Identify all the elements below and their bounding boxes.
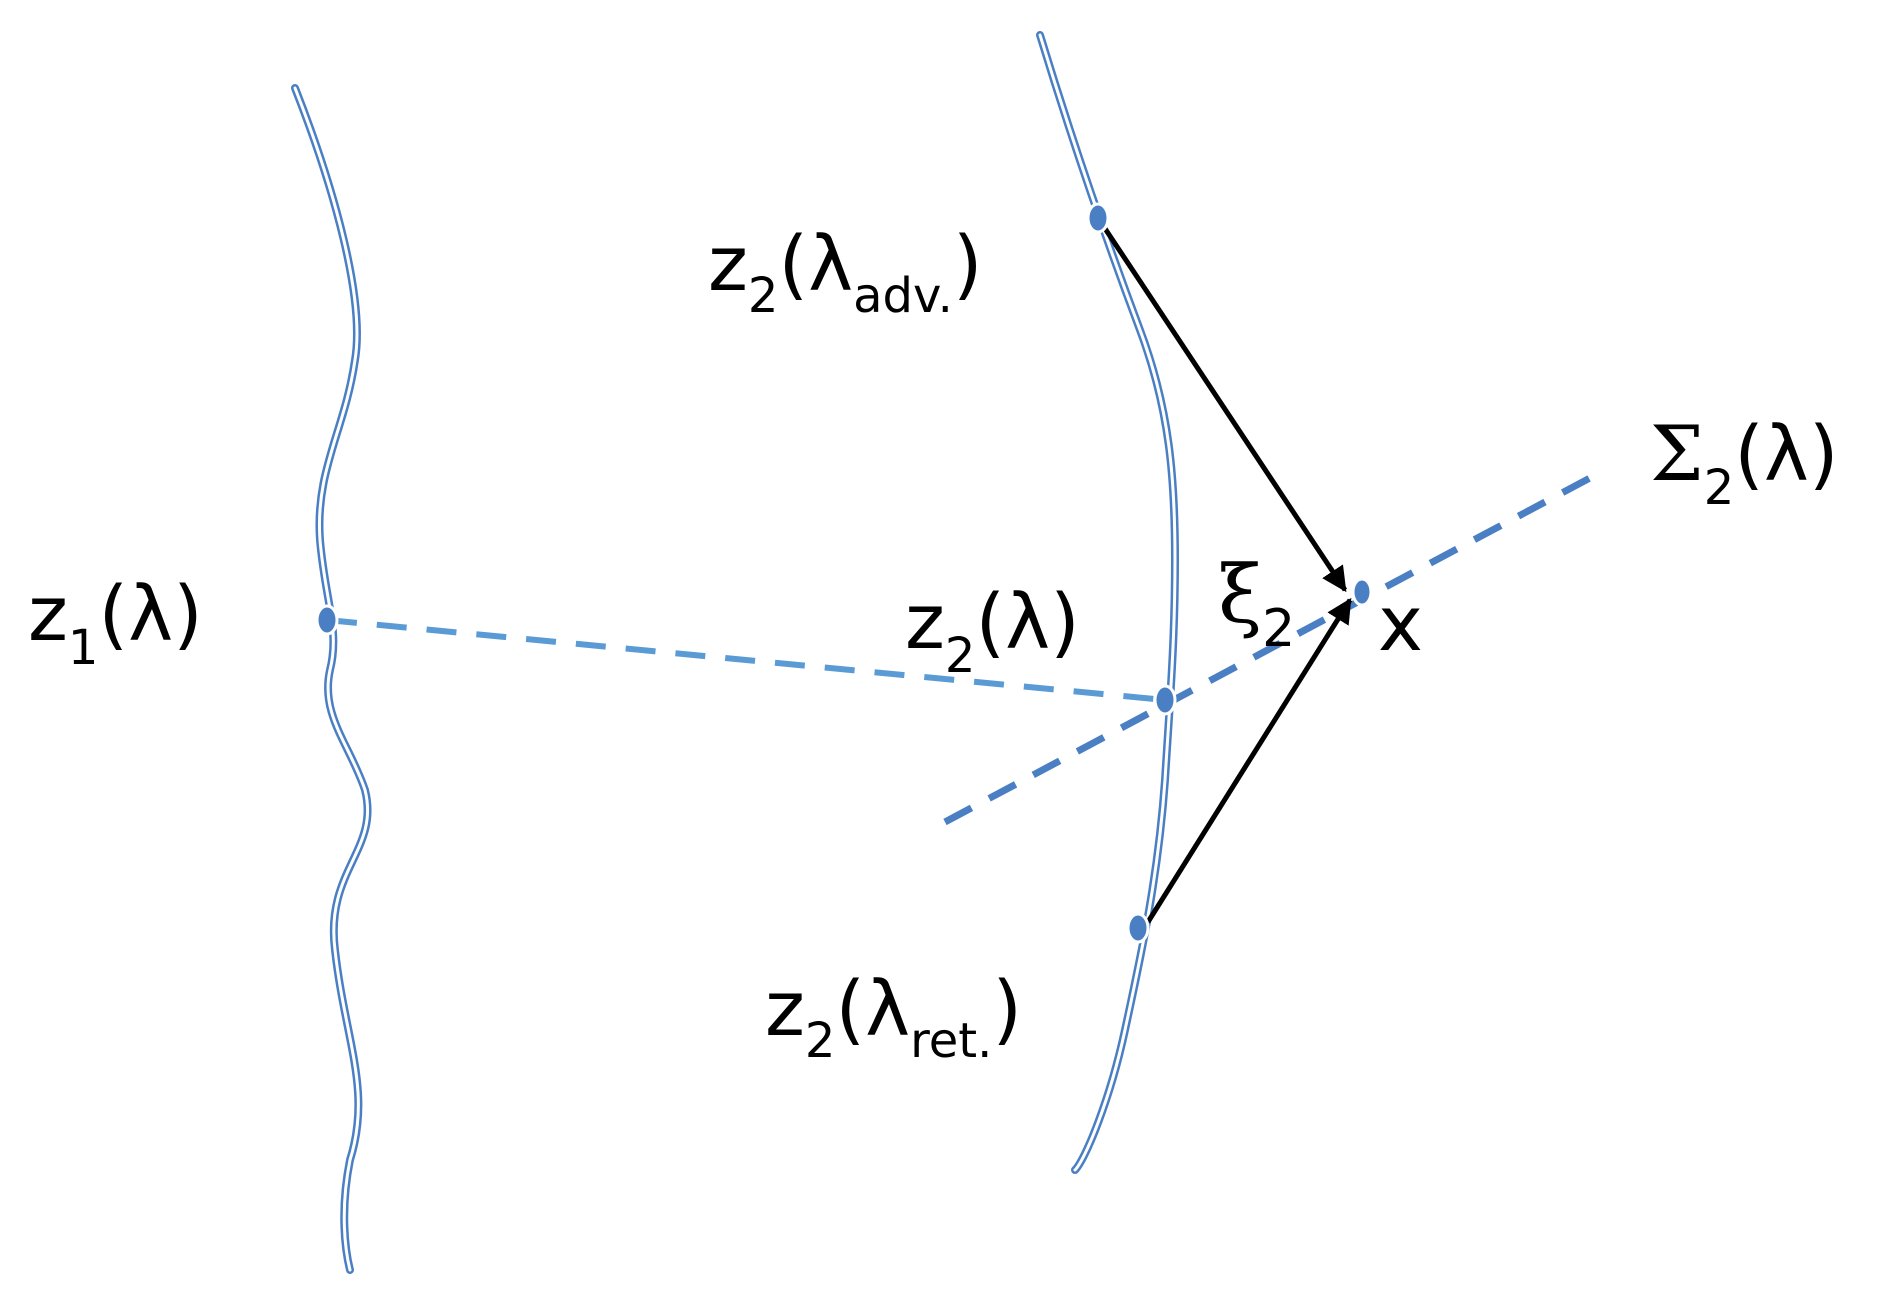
worldline-2 (1036, 31, 1180, 1174)
label-z2: z2(λ) (905, 577, 1080, 684)
point-z2 (1153, 684, 1177, 716)
label-z2-retarded: z2(λret.) (765, 964, 1022, 1069)
label-xi2: ξ2 (1218, 548, 1295, 659)
point-x (1351, 577, 1373, 607)
retarded-arrow (1145, 597, 1353, 924)
connection-dashed-line (326, 617, 1166, 703)
label-z1: z1(λ) (28, 569, 203, 676)
point-z2-ret (1126, 912, 1150, 944)
sigma2-hypersurface-line (943, 466, 1607, 826)
label-z2-advanced: z2(λadv.) (708, 219, 983, 324)
worldline-1 (291, 84, 372, 1274)
point-z2-adv (1086, 202, 1110, 234)
label-sigma2: Σ2(λ) (1650, 409, 1839, 516)
label-x: x (1378, 579, 1423, 668)
point-z1 (315, 604, 339, 636)
advanced-arrow (1095, 216, 1348, 593)
